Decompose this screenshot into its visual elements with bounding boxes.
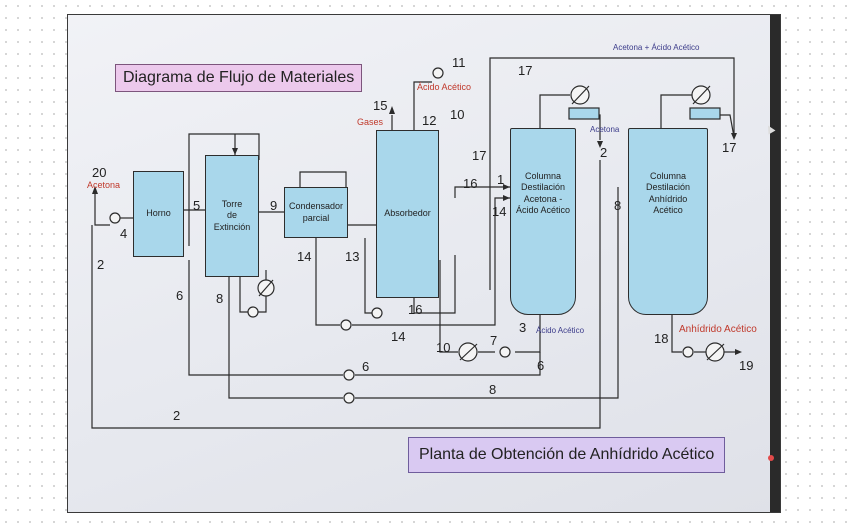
label-acetona-left: Acetona	[87, 180, 121, 190]
unit-absorbedor: Absorbedor	[376, 130, 439, 298]
main-title: Diagrama de Flujo de Materiales	[115, 64, 363, 92]
stream-10-bottom: 10	[436, 340, 451, 355]
stream-15: 15	[373, 98, 388, 113]
stream-3: 3	[519, 320, 527, 335]
pipe-8	[355, 187, 619, 399]
arrow-14	[503, 195, 510, 201]
stream-12: 12	[422, 113, 437, 128]
unit-torre: Torre de Extinción	[205, 155, 259, 277]
arrow-19	[735, 349, 742, 355]
arrow-17	[731, 133, 737, 140]
arrow-2	[597, 141, 603, 148]
pump-torre	[247, 306, 259, 318]
pipe-12	[413, 81, 432, 130]
stream-18: 18	[654, 331, 669, 346]
arrow-16	[503, 184, 510, 190]
pipe-2	[91, 160, 601, 429]
unit-condensador: Condensador parcial	[284, 187, 348, 238]
pipe-6-right	[355, 352, 541, 376]
unit-columna2: Columna Destilación Anhídrido Acético	[628, 128, 708, 315]
pump-13	[371, 307, 383, 319]
label-acetona-col: Acetona	[590, 125, 620, 134]
pipe-8-left	[228, 277, 343, 399]
photo-frame-right	[770, 15, 780, 512]
stream-8-torre: 8	[216, 291, 224, 306]
label-acido-acetico-top: Ácido Acético	[417, 82, 472, 92]
pump-feed	[109, 212, 121, 224]
stream-8-line: 8	[489, 382, 497, 397]
pump-8	[343, 392, 355, 404]
unit-horno: Horno	[133, 171, 184, 257]
stream-4: 4	[120, 226, 128, 241]
stream-19: 19	[739, 358, 754, 373]
pipe-16	[454, 186, 510, 198]
stream-2-left: 2	[97, 257, 105, 272]
pipe-10-bottom	[439, 260, 458, 353]
stream-17-mid: 17	[472, 148, 487, 163]
pipe-16-abs	[413, 255, 456, 314]
unit-columna1: Columna Destilación Acetona - Ácido Acét…	[510, 128, 576, 315]
label-acido-acetico-bottom: Ácido Acético	[536, 326, 585, 335]
stream-2-col: 2	[600, 145, 608, 160]
stream-13: 13	[345, 249, 360, 264]
pipe-13	[364, 238, 372, 314]
stream-11: 11	[452, 55, 466, 70]
stream-7: 7	[490, 333, 498, 348]
stream-16-abs: 16	[408, 302, 423, 317]
arrow-feed	[92, 186, 98, 194]
pipe-torre-top	[188, 133, 260, 246]
stream-1: 1	[497, 172, 505, 187]
pipe-col2-top	[660, 94, 692, 128]
pipe-17-top	[489, 57, 735, 290]
pipe-feed-20	[94, 194, 110, 226]
stream-14-cond: 14	[297, 249, 312, 264]
arrow-gases	[389, 106, 395, 114]
pipe-14-main	[352, 197, 510, 326]
stream-14-bottom: 14	[391, 329, 406, 344]
arrow-torre	[232, 148, 238, 155]
stream-17-top: 17	[518, 63, 533, 78]
stream-6-right: 6	[537, 358, 545, 373]
pump-18	[682, 346, 694, 358]
pump-14	[340, 319, 352, 331]
stream-2-line: 2	[173, 408, 181, 423]
stream-9: 9	[270, 198, 278, 213]
pump-acido	[432, 67, 444, 79]
pump-6	[343, 369, 355, 381]
stream-10-top: 10	[450, 107, 465, 122]
drum-col2	[689, 107, 721, 120]
stream-5: 5	[193, 198, 201, 213]
pipe-18	[671, 315, 682, 353]
pipe-torre-hx	[258, 296, 267, 313]
stream-17-right: 17	[722, 140, 737, 155]
stream-16: 16	[463, 176, 478, 191]
pipe-torre-bottom	[239, 277, 248, 313]
stream-6-line: 6	[362, 359, 370, 374]
pipe-14-cond	[315, 238, 340, 326]
pipe-col2-dist	[718, 114, 735, 138]
label-recycle-top: Acetona + Ácido Acético	[613, 43, 700, 52]
pipe-6-left	[188, 260, 343, 376]
pump-7	[499, 346, 511, 358]
pipe-col1-top	[539, 94, 570, 128]
stream-6-left: 6	[176, 288, 184, 303]
label-anhidrido-acetico: Anhídrido Acético	[679, 324, 757, 335]
pipe-cond-abs	[299, 171, 376, 226]
laser-pointer-dot	[768, 455, 774, 461]
stream-8-col: 8	[614, 198, 622, 213]
label-gases: Gases	[357, 117, 384, 127]
drum-col1	[568, 107, 600, 120]
plant-title: Planta de Obtención de Anhídrido Acético	[408, 437, 726, 473]
stream-20: 20	[92, 165, 107, 180]
stream-14-col: 14	[492, 204, 507, 219]
